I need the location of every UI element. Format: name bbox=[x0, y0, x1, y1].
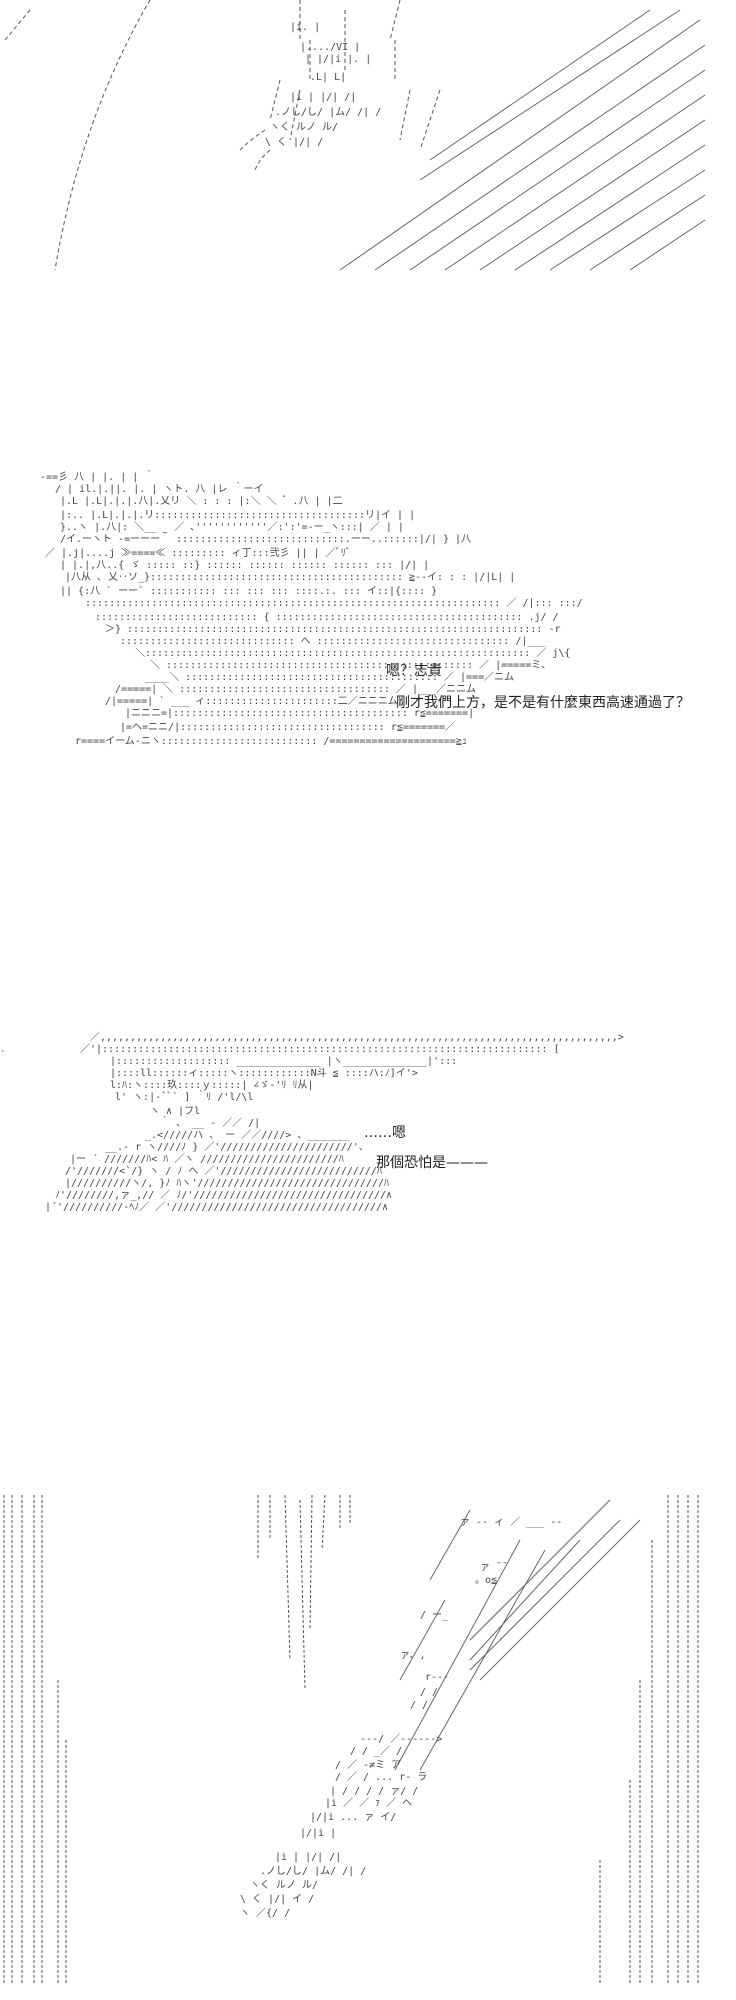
svg-text:ﾉ'////////,ァ_,// ／ ﾉ/'///: ﾉ'////////,ァ_,// ／ ﾉ/'//////////////////… bbox=[55, 1189, 392, 1201]
svg-text:____＼ ::::::::::::::::::::::::: ____＼ ::::::::::::::::::::::::::::::::::… bbox=[145, 671, 514, 683]
svg-text:|/|i |: |/|i | bbox=[300, 1828, 336, 1839]
dialogue-line-3: ……嗯 bbox=[364, 1125, 406, 1141]
ascii-art-character-with-hat: ` ／,,,,,,,,,,,,,,,,,,,,,,,,,,,,,,,,,,,,,… bbox=[0, 1031, 624, 1213]
dialogue-line-1: 嗯？志貴 bbox=[386, 663, 442, 679]
svg-text:|::::ll::::::ィ:::::ヽ::::::::::: |::::ll::::::ィ:::::ヽ::::::::::::N斗 ≦ :::… bbox=[110, 1067, 418, 1079]
dialogue-line-2: 剛才我們上方，是不是有什麼東西高速通過了？ bbox=[396, 695, 690, 711]
svg-text:／ |.j|....j ≫====≪ ::::::::: ／ |.j|....j ≫====≪ ::::::::: ィ丁:::弐彡 || … bbox=[45, 547, 351, 559]
svg-text:/ | il.|.||. |. | ヽト.: / | il.|.||. |. | ヽト. 八 |レ ｀ーイ bbox=[55, 481, 263, 495]
svg-text:|i | |/| /|: |i | |/| /| bbox=[275, 1852, 341, 1863]
svg-text:/ ー_: / ー_ bbox=[420, 1610, 449, 1621]
svg-text:|| {:八 ` ーー` ::::::::::: ::: || {:八 ` ーー` ::::::::::: ::: ::: ::: :::… bbox=[60, 585, 437, 597]
svg-text:ヽ ／{/ /: ヽ ／{/ / bbox=[240, 1907, 290, 1919]
panel-speed-streaks: |i. | |..../VI | | |/|i |. | .L| L| |i |… bbox=[0, 0, 736, 290]
svg-text:ヽく ルノ ル/: ヽく ルノ ル/ bbox=[270, 122, 338, 133]
svg-text:＼ ::::::::::::::::::::::::::::: ＼ ::::::::::::::::::::::::::::::::::::::… bbox=[150, 659, 551, 671]
svg-text:。o≦: 。o≦ bbox=[475, 1575, 497, 1586]
svg-text:|:.. |.L|.|.|.リ::::::::::::::: |:.. |.L|.|.|.リ:::::::::::::::::::::::::… bbox=[60, 510, 415, 521]
svg-text:|//////////ヽ/, }ﾉ ﾊヽ'//: |//////////ヽ/, }ﾉ ﾊヽ'///////////////////… bbox=[65, 1178, 389, 1189]
svg-text:.ノし/し/ |ム/ /| /: .ノし/し/ |ム/ /| / bbox=[275, 106, 381, 118]
svg-text:| |.|,八..{ ゞ ::::: ::} ::::::: | |.|,八..{ ゞ ::::: ::} :::::: :::::: :::… bbox=[60, 560, 429, 571]
svg-text:`: ` bbox=[0, 1049, 6, 1061]
svg-text:ヽ ∧: ヽ ∧ |フl bbox=[150, 1106, 200, 1117]
svg-text:|ニニニ=|::::::::::::::::::::::::: |ニニニ=|::::::::::::::::::::::::::::::::::… bbox=[125, 708, 474, 719]
svg-text::::::::::::::::::::::::::::::: ::::::::::::::::::::::::::::: へ ::::::::… bbox=[120, 636, 546, 647]
svg-text:／'|:::::::::::::::::::::::::::: ／'|:::::::::::::::::::::::::::::::::::::… bbox=[80, 1043, 560, 1055]
svg-text:\ く |/| イ /: \ く |/| イ / bbox=[240, 1894, 314, 1905]
svg-text:l:ﾊ:ヽ::::玖::::ｙ:::::| ∠ゞ-'ﾘ: l:ﾊ:ヽ::::玖::::ｙ:::::| ∠ゞ-'ﾘ ﾘ从| bbox=[110, 1078, 313, 1091]
svg-text:__.- r ヽ////ﾉ } ／'////////: __.- r ヽ////ﾉ } ／'//////////////////////… bbox=[105, 1141, 369, 1153]
svg-text:.ノし/し/ |ム/ /| /: .ノし/し/ |ム/ /| / bbox=[260, 1865, 366, 1877]
ascii-art-forest-and-falling-figure: ァ -- ィ ／ ___ -- ァ ¯¯ 。o≦ / ー_ ァ、, r--- /… bbox=[3, 1494, 699, 1985]
svg-text:|=ヘ=ニニ/|::::::::::::::::::::::: |=ヘ=ニニ/|::::::::::::::::::::::::::::::::… bbox=[120, 721, 455, 733]
ascii-art-character-face: -==彡 八 | |. | | ｀ / | il.|.||. |. | ヽト. … bbox=[40, 469, 583, 747]
svg-text:.L| L|: .L| L| bbox=[310, 72, 346, 83]
svg-text:|/|i ... ァ イ/: |/|i ... ァ イ/ bbox=[310, 1812, 396, 1823]
svg-text:::::::::::::::::::::::::::::::: ::::::::::::::::::::::::::::::::::::::::… bbox=[85, 597, 583, 609]
dialogue-line-4: 那個恐怕是——— bbox=[376, 1155, 488, 1171]
svg-text:/'///////<`/} ヽ / ﾉ へ ／'/: /'///////<`/} ヽ / ﾉ へ ／'////////////////… bbox=[65, 1165, 382, 1177]
svg-text:/ / _／ /: / / _／ / bbox=[350, 1745, 402, 1757]
svg-text:/ ／ / ... r- ラ: / ／ / ... r- ラ bbox=[335, 1771, 427, 1783]
svg-text:|ー ´ ///////ﾊ< ﾊ ／ヽ ////: |ー ´ ///////ﾊ< ﾊ ／ヽ ////////////////////… bbox=[70, 1153, 344, 1165]
svg-text:/ ／ -≠ミ ア: / ／ -≠ミ ア bbox=[335, 1759, 401, 1771]
svg-text:|i. |: |i. | bbox=[290, 22, 320, 33]
panel-character-face: -==彡 八 | |. | | ｀ / | il.|.||. |. | ヽト. … bbox=[0, 430, 736, 850]
svg-text:|i ／ ／ ｧ ／ ヘ: |i ／ ／ ｧ ／ ヘ bbox=[325, 1797, 412, 1809]
svg-text:＞} :::::::::::::::::::::::::::: ＞} :::::::::::::::::::::::::::::::::::::… bbox=[105, 624, 561, 635]
svg-text:l' ヽ:|-`ﾞ` ] ｀ﾘ: l' ヽ:|-`ﾞ` ] ｀ﾘ /'l/\l bbox=[115, 1089, 253, 1103]
svg-text:-==彡 八 | |.: -==彡 八 | |. | | ｀ bbox=[40, 469, 154, 483]
svg-text:---/ ／------>: ---/ ／------> bbox=[360, 1733, 442, 1745]
svg-text:\ く |/| /: \ く |/| / bbox=[265, 137, 323, 148]
svg-text:ァ ¯¯: ァ ¯¯ bbox=[480, 1562, 508, 1573]
svg-text:＼:::::::::::::::::::::::::::::: ＼:::::::::::::::::::::::::::::::::::::::… bbox=[135, 647, 570, 659]
svg-text:|..../VI |: |..../VI | bbox=[300, 42, 360, 53]
svg-text:r---: r--- bbox=[425, 1672, 449, 1683]
svg-text:}..ヽ |.八|: ＼__ _ ／ ､''''''''': }..ヽ |.八|: ＼__ _ ／ ､''''''''''''／:':'=-ー… bbox=[60, 521, 404, 533]
svg-text:/ /: / / bbox=[410, 1700, 428, 1711]
svg-text:/ /: / / bbox=[420, 1687, 438, 1698]
svg-text:/|=====| ` ___ ィ:::::::::::: /|=====| ` ___ ィ::::::::::::::::::::::二／… bbox=[105, 695, 398, 707]
svg-text:| / / / / ァ/ /: | / / / / ァ/ / bbox=[330, 1786, 418, 1797]
svg-text:| |/|i |. |: | |/|i |. | bbox=[305, 54, 371, 65]
svg-text:|.L |.L|.|.|.八|.乂リ ＼ : : : |:: |.L |.L|.|.|.八|.乂リ ＼ : : : |:＼ ＼ ゛.八 | |… bbox=[60, 495, 343, 507]
svg-text:／,,,,,,,,,,,,,,,,,,,,,,,,,,,,,: ／,,,,,,,,,,,,,,,,,,,,,,,,,,,,,,,,,,,,,,,… bbox=[90, 1031, 624, 1043]
panel-forest-landing: ァ -- ィ ／ ___ -- ァ ¯¯ 。o≦ / ー_ ァ、, r--- /… bbox=[0, 1480, 736, 2000]
svg-text:|´'//////////-ﾍﾉ／ ／'/////: |´'//////////-ﾍﾉ／ ／'////////////////////… bbox=[45, 1201, 388, 1213]
panel-character-reply: ` ／,,,,,,,,,,,,,,,,,,,,,,,,,,,,,,,,,,,,,… bbox=[0, 1020, 736, 1320]
svg-text:::::::::::::::::::::::::::: {: ::::::::::::::::::::::::::: { ::::::::::… bbox=[95, 612, 559, 623]
svg-text:r====イーム-ニヽ:::::::::::::::::::: r====イーム-ニヽ:::::::::::::::::::::::::: /=… bbox=[75, 735, 467, 747]
svg-text:ァ -- ィ ／ ___ --: ァ -- ィ ／ ___ -- bbox=[460, 1516, 562, 1528]
svg-text:｀ 、 __ - ／／ /|: ｀ 、 __ - ／／ /| bbox=[160, 1115, 260, 1129]
svg-text:_.</////ハ 、 ー ／／////> 、_____: _.</////ハ 、 ー ／／////> 、_______ bbox=[145, 1129, 350, 1141]
svg-text:|::::::::::::::::::: ________: |::::::::::::::::::: ______________ |ヽ__… bbox=[110, 1056, 457, 1067]
svg-text:ァ、,: ァ、, bbox=[400, 1650, 426, 1661]
svg-text:ヽく ルノ ル/: ヽく ルノ ル/ bbox=[250, 1880, 318, 1891]
svg-text:/イ.ーヽト -=ーーー｀ ::::::::::::::::: /イ.ーヽト -=ーーー｀ ::::::::::::::::::::::::::… bbox=[60, 531, 471, 545]
svg-text:/=====| ＼ :::::::::::::::::::: /=====| ＼ ::::::::::::::::::::::::::::::… bbox=[115, 683, 476, 695]
svg-text:|八从 ､ 乂‥ソ_}:::::::::::::::::::: |八从 ､ 乂‥ソ_}:::::::::::::::::::::::::::::… bbox=[65, 572, 515, 583]
ascii-art-figure-legs-with-speed-lines: |i. | |..../VI | | |/|i |. | .L| L| |i |… bbox=[4, 0, 706, 271]
svg-text:|i | |/| /|: |i | |/| /| bbox=[290, 92, 356, 103]
